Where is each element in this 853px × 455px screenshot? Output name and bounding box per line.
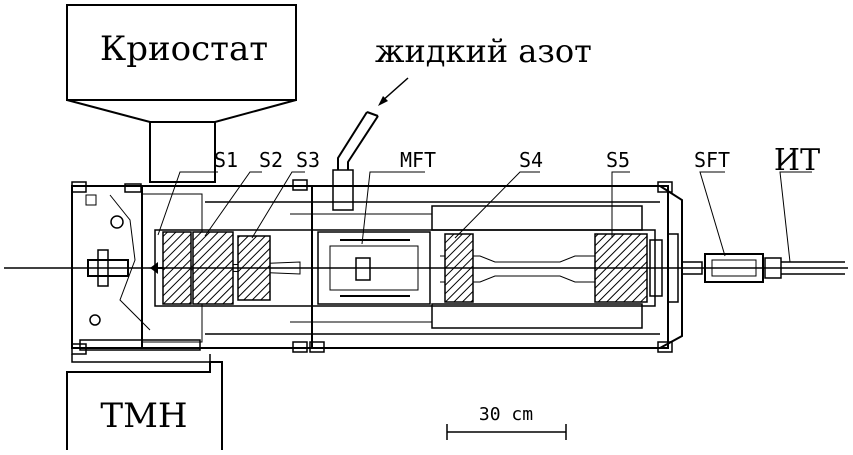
- label-s2: S2: [259, 148, 283, 172]
- cryostat-neck: [149, 121, 216, 183]
- nitrogen-arrow: [380, 77, 409, 103]
- liquid-nitrogen-label: жидкий азот: [375, 32, 592, 70]
- cryostat-funnel: [66, 99, 297, 123]
- scale-bar: 30 cm: [446, 404, 567, 440]
- vessel-left-flange: [71, 185, 143, 349]
- tmn-box: [66, 361, 223, 450]
- leader-lines: [157, 171, 812, 263]
- liquid-nitrogen-feed: жидкий азот: [332, 32, 592, 211]
- sft-box: [704, 253, 764, 283]
- cryostat-label: Криостат: [100, 29, 268, 69]
- sft-unit: [681, 253, 845, 283]
- label-it: ИТ: [774, 143, 820, 178]
- label-sft: SFT: [694, 148, 730, 172]
- tmn-unit: ТМН: [66, 339, 223, 450]
- label-s5: S5: [606, 148, 630, 172]
- label-mft: MFT: [400, 148, 436, 172]
- cryostat-unit: Криостат: [66, 4, 297, 183]
- label-s3: S3: [296, 148, 320, 172]
- label-s1: S1: [214, 148, 238, 172]
- tmn-label: ТМН: [100, 396, 187, 436]
- scale-label: 30 cm: [479, 404, 533, 425]
- label-s4: S4: [519, 148, 543, 172]
- cryostat-box: [66, 4, 297, 101]
